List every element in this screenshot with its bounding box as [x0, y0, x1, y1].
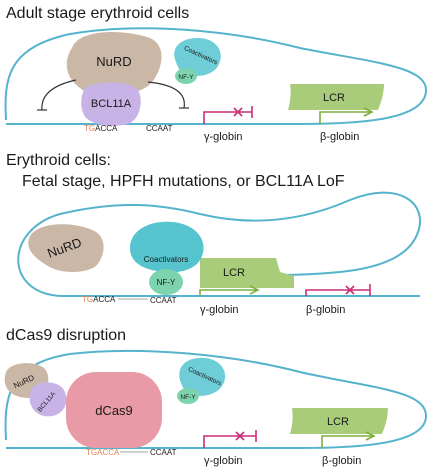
nfy-protein: [177, 388, 199, 404]
nfy-label: NF-Y: [157, 278, 176, 287]
motif-tgacca: TGACCA: [86, 448, 120, 457]
dcas9-label: dCas9: [95, 403, 133, 418]
nfy-protein: [149, 269, 183, 295]
panel2-title-line1: Erythroid cells:: [6, 152, 111, 169]
arrowhead-icon: [249, 285, 260, 295]
panel3-title: dCas9 disruption: [6, 327, 126, 344]
arrowhead-icon: [363, 107, 374, 117]
ccaat-box: CCAAT: [150, 296, 177, 305]
lcr-label: LCR: [327, 416, 349, 428]
panel-dcas9-disruption: dCas9 disruption LCR NuRD BCL11A dCas9 C…: [4, 327, 428, 467]
motif-tgacca: TGACCA: [84, 124, 118, 133]
coactivators-complex: [174, 38, 221, 76]
lcr-label: LCR: [223, 267, 245, 279]
gamma-globin-tss: [203, 111, 252, 124]
beta-globin-tss: [305, 289, 370, 296]
panel1-title: Adult stage erythroid cells: [6, 5, 189, 22]
block-x-icon: [235, 431, 245, 441]
repression-arrow-right: [147, 81, 185, 109]
nurd-complex: [66, 32, 162, 96]
bcl11a-protein: [29, 382, 67, 417]
nurd-label: NuRD: [96, 54, 131, 69]
beta-globin-tss: [319, 111, 370, 124]
gamma-globin-label: γ-globin: [204, 455, 243, 467]
coactivators-complex: [179, 357, 226, 396]
dcas9-protein: [66, 372, 162, 448]
repression-arrow-left: [41, 79, 77, 111]
beta-globin-tss: [321, 435, 372, 448]
gamma-globin-label: γ-globin: [200, 304, 239, 316]
beta-globin-label: β-globin: [320, 131, 359, 143]
nfy-protein: [175, 68, 197, 84]
beta-globin-label: β-globin: [322, 455, 361, 467]
arrowhead-icon: [365, 431, 376, 441]
panel2-title-line2: Fetal stage, HPFH mutations, or BCL11A L…: [22, 173, 345, 190]
dna-loop: [4, 349, 428, 449]
motif-tgacca: TGACCA: [82, 295, 116, 304]
bcl11a-protein: [81, 82, 141, 126]
nfy-label: NF-Y: [180, 394, 196, 401]
lcr-block: [288, 84, 384, 110]
lcr-label: LCR: [323, 92, 345, 104]
ccaat-box: CCAAT: [146, 124, 173, 133]
panel-fetal-stage: Erythroid cells: Fetal stage, HPFH mutat…: [6, 152, 421, 316]
dna-loop: [4, 27, 428, 125]
coactivators-label: Coactivators: [144, 255, 188, 264]
bcl11a-label: BCL11A: [91, 98, 132, 110]
block-x-icon: [233, 107, 243, 117]
dna-loop: [17, 191, 421, 297]
gamma-globin-tss: [203, 435, 256, 448]
lcr-block: [290, 408, 388, 434]
ccaat-box: CCAAT: [150, 448, 177, 457]
block-x-icon: [345, 285, 355, 295]
nurd-complex: [28, 224, 104, 272]
coactivators-complex: [130, 221, 204, 273]
nfy-label: NF-Y: [178, 74, 194, 81]
panel-adult-stage: Adult stage erythroid cells LCR NuRD BCL…: [4, 5, 428, 143]
gamma-globin-label: γ-globin: [204, 131, 243, 143]
gamma-globin-tss: [199, 289, 256, 296]
beta-globin-label: β-globin: [306, 304, 345, 316]
lcr-block: [200, 258, 294, 288]
